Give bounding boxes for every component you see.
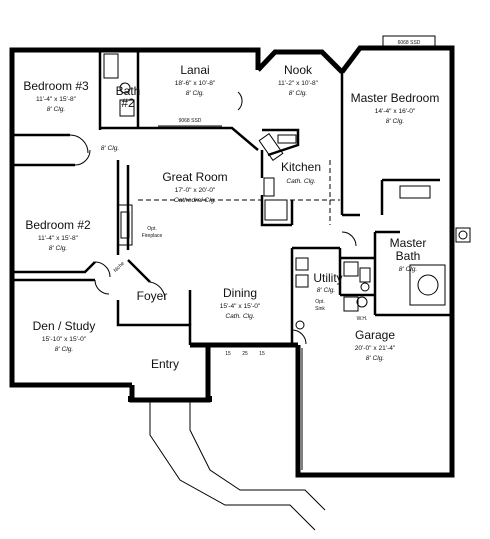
garage-dims: 20'-0" x 21'-4" (355, 345, 396, 352)
interior-walls (12, 50, 452, 345)
window-dim-1: 15 (225, 351, 231, 357)
window-dim-3: 15 (259, 351, 265, 357)
master-bath-name-line1: Master (390, 236, 427, 250)
den-dims: 15'-10" x 15'-0" (42, 336, 87, 343)
dining-ceiling: Cath. Clg. (225, 313, 254, 320)
fireplace-label-line2: Fireplace (142, 233, 163, 239)
lanai-name: Lanai (180, 63, 209, 77)
entry-name: Entry (151, 357, 179, 371)
master-door-label: 6068 SSD (398, 40, 421, 46)
bath2-name-line2: #2 (121, 96, 135, 110)
nook-ceiling: 8' Clg. (289, 90, 308, 97)
opt-sink-line1: Opt. (315, 299, 324, 305)
master-bath-name-line2: Bath (396, 249, 421, 263)
great-room-name: Great Room (162, 170, 227, 184)
nook-dims: 11'-2" x 10'-8" (278, 80, 319, 87)
dining-dims: 15'-4" x 15'-0" (220, 303, 261, 310)
master-bath-ceiling: 8' Clg. (399, 266, 418, 273)
lanai-dims: 18'-6" x 10'-8" (175, 80, 216, 87)
great-room-dims: 17'-0" x 20'-0" (175, 187, 216, 194)
fireplace-label-line1: Opt. (147, 226, 156, 232)
foyer-name: Foyer (137, 289, 168, 303)
bedroom3-ceiling: 8' Clg. (47, 106, 66, 113)
niche-label: Niche (113, 261, 126, 274)
kitchen-ceiling: Cath. Clg. (286, 178, 315, 185)
lanai-ceiling: 8' Clg. (186, 90, 205, 97)
kitchen-name: Kitchen (281, 160, 321, 174)
lanai-door-label: 9068 SSD (179, 118, 202, 124)
master-bedroom-ceiling: 8' Clg. (386, 118, 405, 125)
great-room-ceiling: Cathedral Clg. (174, 197, 216, 204)
utility-name: Utility (313, 271, 342, 285)
bedroom3-name: Bedroom #3 (23, 79, 89, 93)
fixtures (69, 35, 471, 531)
garage-ceiling: 8' Clg. (366, 355, 385, 362)
bedroom3-dims: 11'-4" x 15'-8" (36, 96, 77, 103)
bedroom2-name: Bedroom #2 (25, 218, 91, 232)
room-labels: Bedroom #3 11'-4" x 15'-8" 8' Clg. Bath … (23, 40, 439, 371)
den-name: Den / Study (33, 319, 96, 333)
window-dim-2: 25 (242, 351, 248, 357)
bath2-name-line1: Bath (116, 84, 141, 98)
master-bedroom-name: Master Bedroom (351, 91, 440, 105)
opt-sink-line2: Sink (315, 306, 325, 312)
bedroom2-dims: 11'-4" x 15'-8" (38, 235, 79, 242)
utility-ceiling: 8' Clg. (317, 287, 336, 294)
master-bedroom-dims: 14'-4" x 16'-0" (375, 108, 416, 115)
dining-name: Dining (223, 286, 257, 300)
hall-ceiling: 8' Clg. (101, 145, 120, 152)
den-ceiling: 8' Clg. (55, 346, 74, 353)
nook-name: Nook (284, 63, 313, 77)
garage-name: Garage (355, 328, 395, 342)
water-heater-label: W.H. (357, 316, 368, 322)
bedroom2-ceiling: 8' Clg. (49, 245, 68, 252)
